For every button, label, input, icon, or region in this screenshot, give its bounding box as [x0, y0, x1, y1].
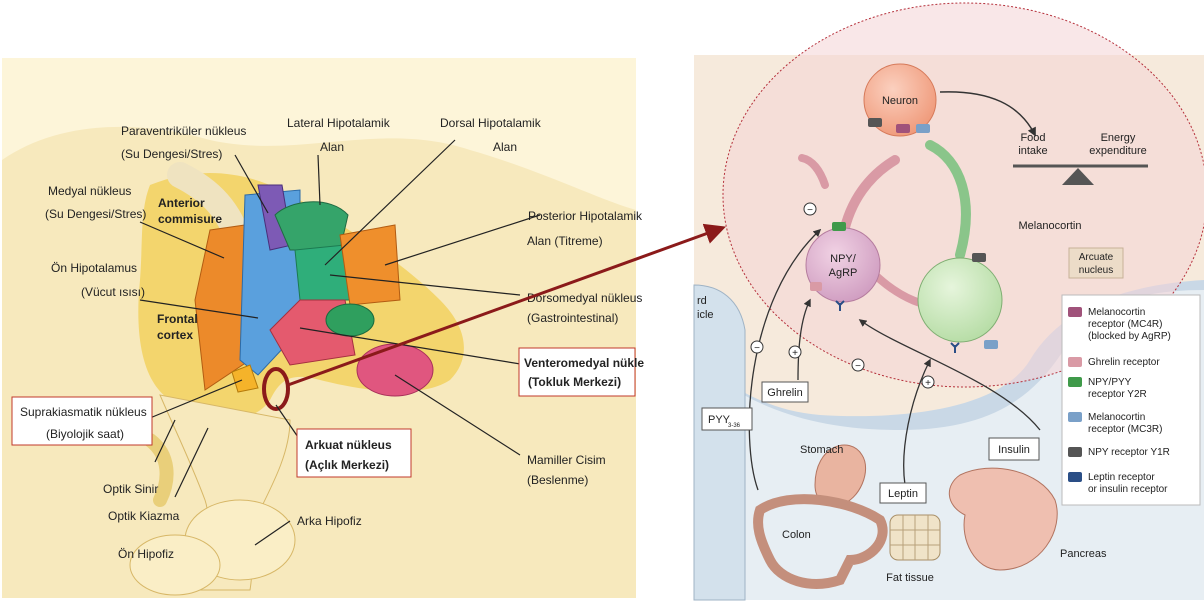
label-third-1: rd — [697, 295, 707, 307]
label-on-hipofiz: Ön Hipofiz — [118, 547, 174, 561]
hypothalamus-panel: Paraventriküler nükleus (Su Dengesi/Stre… — [2, 58, 644, 598]
label-medial: Medyal nükleus — [48, 184, 131, 198]
label-arka-hipofiz: Arka Hipofiz — [297, 514, 362, 528]
posterior-area-shape — [340, 225, 400, 305]
label-frontal: Frontal — [157, 312, 198, 326]
melanocortin-cell — [918, 258, 1002, 342]
legend-icon-2 — [1068, 377, 1082, 387]
label-anterior-sub: commisure — [158, 212, 222, 226]
label-energy-1: Energy — [1101, 132, 1136, 144]
y1r-receptor-neuron — [868, 118, 882, 127]
minus-top: − — [807, 205, 813, 216]
mc3r-receptor-neuron — [916, 124, 930, 133]
label-food-1: Food — [1020, 132, 1045, 144]
plus-leptin: + — [925, 378, 931, 389]
label-suprachiasmatic: Suprakiasmatik nükleus — [20, 405, 147, 419]
label-posterior: Posterior Hipotalamik — [528, 209, 643, 223]
label-mamiller: Mamiller Cisim — [527, 453, 606, 467]
label-lateral: Lateral Hipotalamik — [287, 116, 391, 130]
label-pyy-sub: 3-36 — [728, 423, 741, 429]
legend-text-2-0: NPY/PYY — [1088, 377, 1132, 388]
legend-text-1-0: Ghrelin receptor — [1088, 357, 1160, 368]
third-ventricle — [694, 285, 745, 600]
legend-text-0-1: receptor (MC4R) — [1088, 319, 1162, 330]
label-leptin: Leptin — [888, 488, 918, 500]
legend-text-0-2: (blocked by AgRP) — [1088, 331, 1171, 342]
legend-text-5-1: or insulin receptor — [1088, 484, 1168, 495]
label-posterior-sub: Alan (Titreme) — [527, 234, 603, 248]
label-on-hipotalamus: Ön Hipotalamus — [51, 261, 137, 275]
label-ventromedial-sub: (Tokluk Merkezi) — [528, 375, 621, 389]
label-arkuat-sub: (Açlık Merkezi) — [305, 458, 389, 472]
label-pancreas: Pancreas — [1060, 548, 1107, 560]
label-energy-2: expenditure — [1089, 145, 1147, 157]
dorsomedial-shape — [295, 245, 350, 300]
label-dorsomedial-sub: (Gastrointestinal) — [527, 311, 618, 325]
legend-text-4-0: NPY receptor Y1R — [1088, 447, 1170, 458]
label-fat-tissue: Fat tissue — [886, 572, 934, 584]
label-mamiller-sub: (Beslenme) — [527, 473, 588, 487]
label-paraventricular-sub: (Su Dengesi/Stres) — [121, 147, 222, 161]
label-optik-sinir: Optik Sinir — [103, 482, 158, 496]
label-third-2: icle — [697, 309, 714, 321]
label-npy-2: AgRP — [829, 267, 858, 279]
label-melanocortin: Melanocortin — [1019, 220, 1082, 232]
plus-ghrelin: + — [792, 348, 798, 359]
label-suprachiasmatic-sub: (Biyolojik saat) — [46, 427, 124, 441]
label-ghrelin: Ghrelin — [767, 387, 802, 399]
appetite-panel: rd icle Neuron NPY/ AgRP — [694, 3, 1204, 600]
anterior-pituitary-shape — [130, 535, 220, 595]
legend-icon-1 — [1068, 357, 1082, 367]
mc3r-receptor-mel — [984, 340, 998, 349]
label-arcuate-2: nucleus — [1079, 265, 1113, 276]
label-ventromedial: Venteromedyal nükle — [524, 356, 644, 370]
label-insulin: Insulin — [998, 444, 1030, 456]
y1r-receptor-mel — [972, 253, 986, 262]
minus-pyy: − — [754, 343, 760, 354]
label-paraventricular: Paraventriküler nükleus — [121, 124, 246, 138]
label-anterior: Anterior — [158, 196, 205, 210]
y2r-receptor — [832, 222, 846, 231]
label-colon: Colon — [782, 529, 811, 541]
label-lateral-sub: Alan — [320, 140, 344, 154]
mc4r-receptor-neuron — [896, 124, 910, 133]
legend-text-2-1: receptor Y2R — [1088, 389, 1147, 400]
legend-icon-4 — [1068, 447, 1082, 457]
label-medial-sub: (Su Dengesi/Stres) — [45, 207, 146, 221]
legend-text-3-0: Melanocortin — [1088, 412, 1145, 423]
label-optik-kiazma: Optik Kiazma — [108, 509, 180, 523]
legend-icon-0 — [1068, 307, 1082, 317]
label-arcuate-1: Arcuate — [1079, 252, 1114, 263]
legend-text-5-0: Leptin receptor — [1088, 472, 1155, 483]
label-dorsal-sub: Alan — [493, 140, 517, 154]
label-neuron: Neuron — [882, 95, 918, 107]
ghrelin-receptor — [810, 282, 822, 291]
legend-icon-5 — [1068, 472, 1082, 482]
dorsomedial-lower-shape — [326, 304, 374, 336]
label-npy-1: NPY/ — [830, 253, 857, 265]
legend-text-0-0: Melanocortin — [1088, 307, 1145, 318]
label-arkuat: Arkuat nükleus — [305, 438, 392, 452]
label-dorsal: Dorsal Hipotalamik — [440, 116, 542, 130]
minus-insulin: − — [855, 361, 861, 372]
legend-icon-3 — [1068, 412, 1082, 422]
legend-text-3-1: receptor (MC3R) — [1088, 424, 1162, 435]
label-food-2: intake — [1018, 145, 1047, 157]
label-on-hipotalamus-sub: (Vücut ısısı) — [81, 285, 145, 299]
label-stomach: Stomach — [800, 444, 843, 456]
label-frontal-sub: cortex — [157, 328, 193, 342]
mamillary-body-shape — [357, 344, 433, 396]
